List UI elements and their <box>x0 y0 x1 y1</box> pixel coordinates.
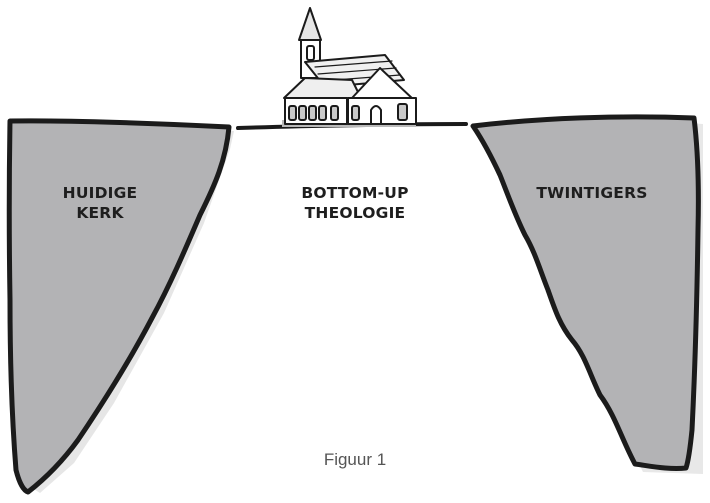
label-center-line-1: BOTTOM-UP <box>301 184 409 202</box>
label-huidige-kerk: HUIDIGE KERK <box>40 183 160 223</box>
right-cliff <box>470 114 701 471</box>
label-center-line-2: THEOLOGIE <box>304 204 406 222</box>
figure-caption: Figuur 1 <box>323 450 387 469</box>
label-left-line-2: KERK <box>76 204 124 222</box>
label-left-line-1: HUIDIGE <box>62 184 138 202</box>
label-right-line-1: TWINTIGERS <box>536 184 648 202</box>
left-cliff <box>6 118 232 495</box>
label-bottom-up-theologie: BOTTOM-UP THEOLOGIE <box>255 183 455 223</box>
church-icon <box>282 7 417 127</box>
label-twintigers: TWINTIGERS <box>522 183 662 203</box>
